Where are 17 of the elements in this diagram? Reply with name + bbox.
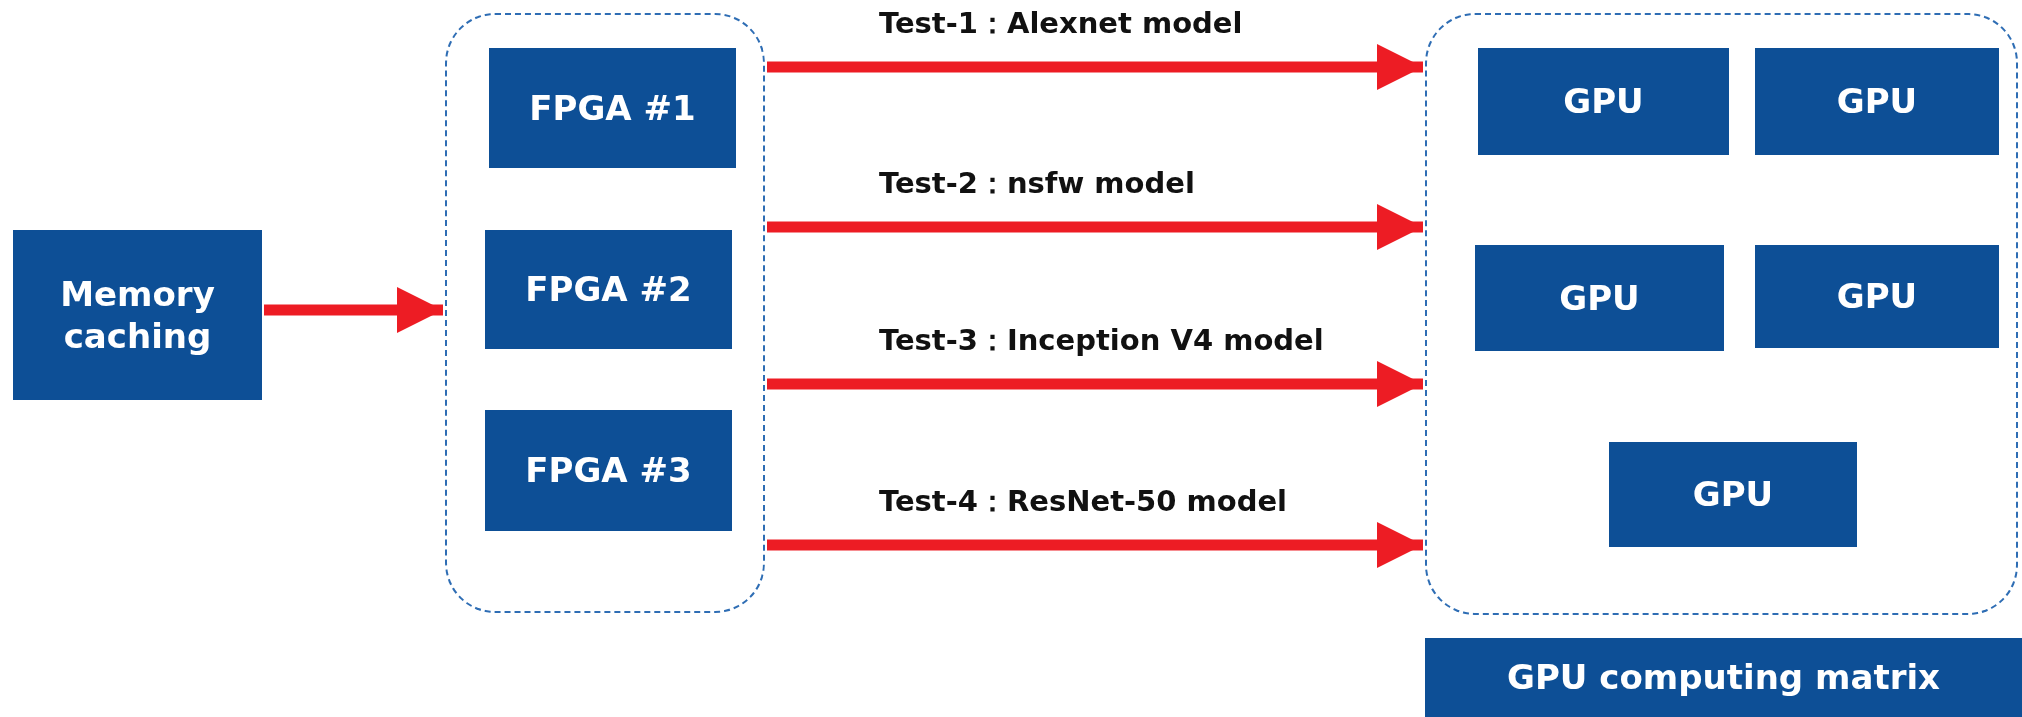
process-box: GPU [1475, 245, 1724, 351]
process-box: GPU computing matrix [1425, 638, 2022, 717]
process-box: GPU [1755, 48, 1999, 155]
process-box: FPGA #2 [485, 230, 732, 349]
dashed-group-frame [445, 13, 765, 613]
process-box: FPGA #3 [485, 410, 732, 531]
arrow [264, 286, 443, 334]
process-box: GPU [1755, 245, 1999, 348]
process-box: Memory caching [13, 230, 262, 400]
process-box: GPU [1478, 48, 1729, 155]
process-box: FPGA #1 [489, 48, 736, 168]
dashed-group-frame [1425, 13, 2018, 615]
arrow [767, 521, 1423, 569]
process-box: GPU [1609, 442, 1857, 547]
arrow [767, 203, 1423, 251]
arrow [767, 43, 1423, 91]
arrow [767, 360, 1423, 408]
